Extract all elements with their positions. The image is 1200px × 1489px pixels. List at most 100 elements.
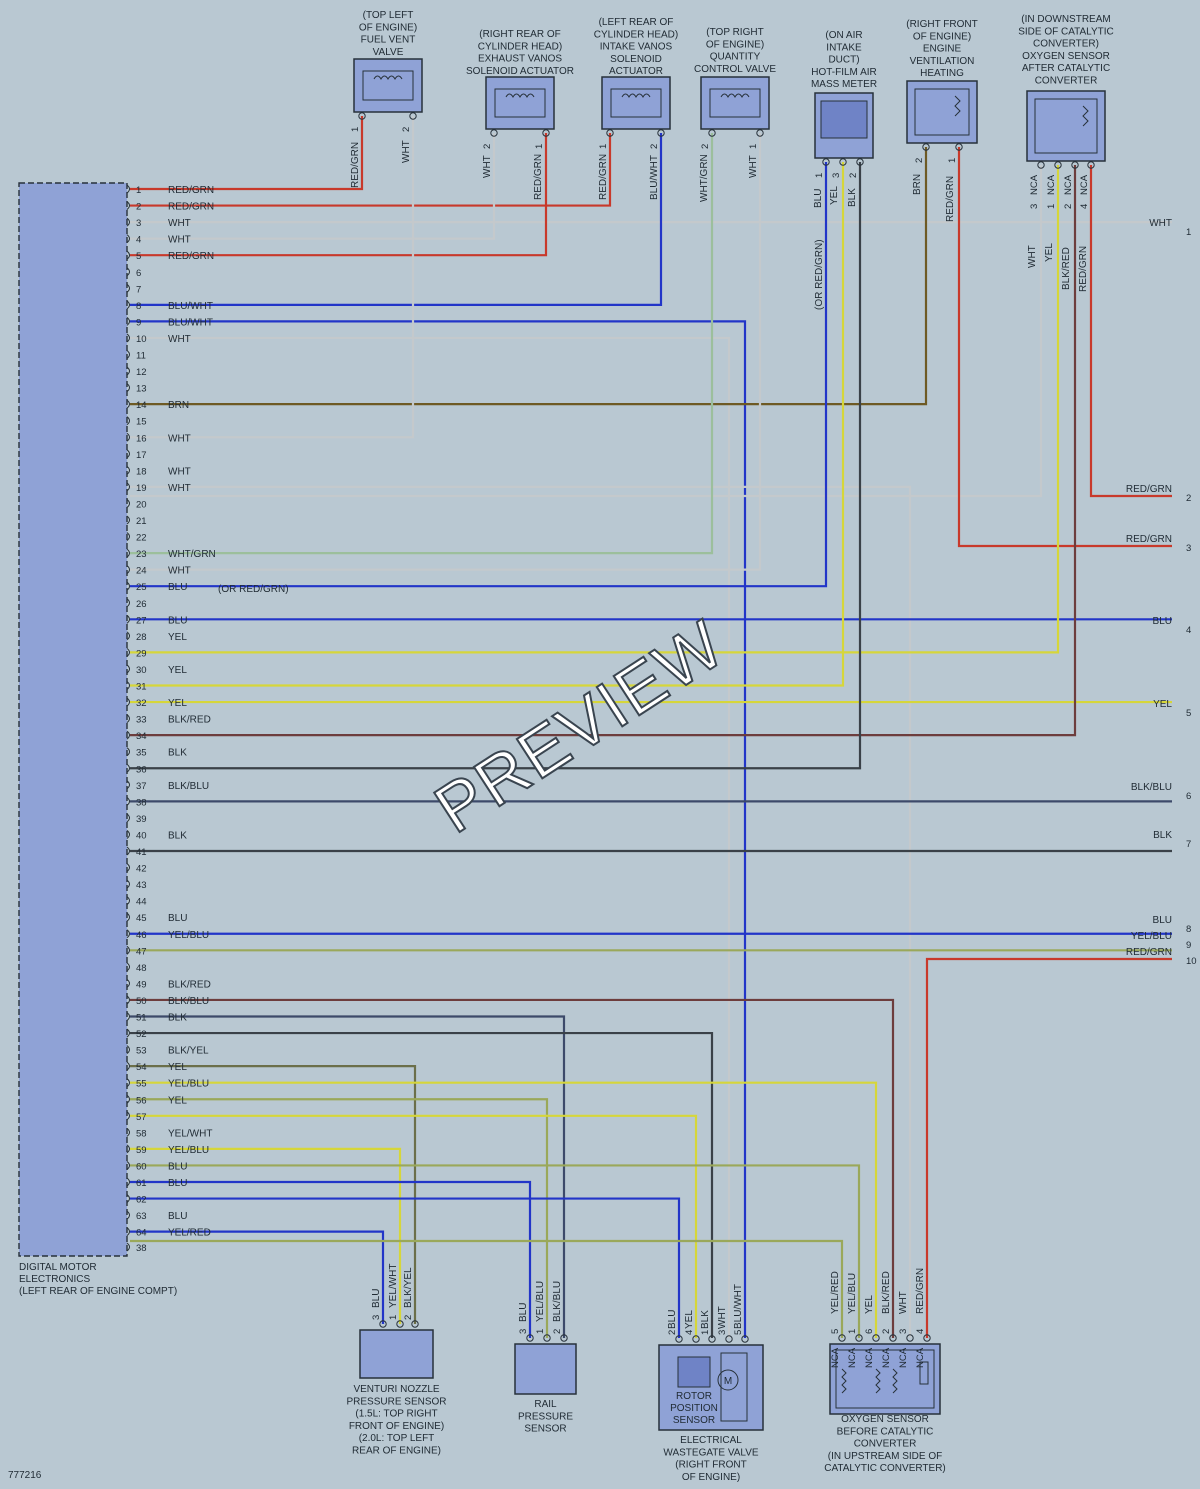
top-component-caption: SOLENOID [610, 54, 662, 65]
ecu-pin-number: 24 [136, 566, 147, 577]
motor-frame-icon [720, 1352, 748, 1422]
pin-terminal-icon [490, 129, 498, 137]
ecu-pin-connector [126, 664, 130, 674]
ecu-pin-wire-label: YEL [168, 698, 187, 709]
top-component-caption: AFTER CATALYTIC [1022, 63, 1110, 74]
ecu-pin-number: 12 [136, 367, 147, 378]
wire-pin64b [130, 1239, 844, 1338]
bottom-wire-color-label: BLK/YEL [403, 1267, 414, 1308]
ecu-pin-number: 9 [136, 317, 141, 328]
top-component-caption: ENGINE [923, 44, 962, 55]
ecu-pin-connector [126, 1012, 130, 1021]
pin-number: 2 [914, 158, 925, 163]
ecu-pin-number: 32 [136, 698, 147, 709]
ecu-pin-wire-label: BLU [168, 1161, 187, 1172]
top-wire-color-label: WHT [748, 155, 759, 178]
ecu-pin-number: 38 [136, 797, 147, 808]
top-component-caption: INTAKE [826, 42, 862, 53]
ecu-pin-number: 36 [136, 764, 147, 775]
pin-number: 1 [388, 1315, 399, 1320]
bottom-component-caption: OXYGEN SENSOR [841, 1414, 929, 1425]
ecu-pin-connector [126, 780, 130, 790]
pin-terminal-icon [657, 129, 665, 137]
wire-pin14 [130, 147, 928, 406]
pin-number: 2 [403, 1315, 414, 1320]
pin-nca-label: NCA [830, 1347, 841, 1368]
ecu-pin-connector [126, 317, 130, 326]
ecu-pin-connector [126, 366, 130, 376]
ecu-pin-wire-label: BLK/YEL [168, 1046, 209, 1057]
ecu-pin-connector [126, 532, 130, 541]
sensor-element-icon [820, 100, 868, 139]
heater-icon [919, 1361, 929, 1385]
right-terminal-number: 5 [1186, 708, 1191, 719]
ecu-pin-connector [126, 830, 130, 839]
ecu-label: (LEFT REAR OF ENGINE COMPT) [19, 1286, 177, 1297]
ecu-pin-number: 15 [136, 417, 147, 428]
pin-terminal-icon [838, 1334, 846, 1342]
ecu-pin-connector [126, 995, 130, 1005]
top-component-box [485, 76, 555, 130]
or-red-grn-note: (OR RED/GRN) [218, 584, 289, 595]
wire-pin4 [130, 133, 496, 240]
top-component-caption: OXYGEN SENSOR [1022, 51, 1110, 62]
coil-icon [621, 93, 651, 98]
wire-pin25 [130, 162, 828, 588]
bottom-wire-color-label: YEL/BLU [535, 1281, 546, 1322]
bottom-component-caption: REAR OF ENGINE) [352, 1446, 441, 1457]
top-component-caption: HOT-FILM AIR [811, 67, 877, 78]
resistor-icon [841, 1368, 847, 1394]
bottom-wire-color-label: YEL [684, 1310, 695, 1329]
ecu-pin-connector [126, 714, 130, 723]
ecu-pin-connector [126, 796, 130, 806]
ecu-pin-wire-label: YEL/WHT [168, 1128, 212, 1139]
ecu-pin-number: 29 [136, 648, 147, 659]
ecu-pin-number: 57 [136, 1112, 147, 1123]
ecu-pin-number: 20 [136, 499, 147, 510]
right-terminal-wire-label: BLU [1153, 616, 1172, 627]
ecu-pin-wire-label: BLU [168, 913, 187, 924]
ecu-pin-wire-label: BLK/RED [168, 979, 211, 990]
top-wire-color-label: RED/GRN [350, 142, 361, 188]
bottom-wire-color-label: YEL/RED [830, 1271, 841, 1314]
top-component-caption: (RIGHT REAR OF [479, 29, 560, 40]
ecu-pin-number: 18 [136, 466, 147, 477]
ecu-pin-connector [126, 1210, 130, 1220]
wire-pin31 [130, 162, 845, 687]
ecu-pin-number: 47 [136, 946, 147, 957]
wire-pin5 [130, 133, 548, 257]
pin-number: 3 [898, 1329, 909, 1334]
ecu-pin-number: 42 [136, 864, 147, 875]
top-wire-color-label: RED/GRN [945, 176, 956, 222]
pin-number: 2 [552, 1329, 563, 1334]
top-component-caption: DUCT) [828, 55, 859, 66]
ecu-pin-connector [126, 1144, 130, 1154]
wire-pin19 [130, 485, 912, 1338]
ecu-pin-connector [126, 416, 130, 426]
ecu-pin-number: 59 [136, 1145, 147, 1156]
top-wire-color-label: RED/GRN [533, 154, 544, 200]
ecu-pin-connector [126, 383, 130, 392]
top-component-caption: ACTUATOR [609, 66, 663, 77]
bottom-component-caption: (RIGHT FRONT [675, 1460, 746, 1471]
right-terminal-wire-label: RED/GRN [1126, 947, 1172, 958]
ecu-pin-wire-label: YEL [168, 1062, 187, 1073]
top-wire-color-label: BLK [847, 188, 858, 207]
ecu-pin-wire-label: BLK [168, 830, 187, 841]
ecu-pin-connector [126, 896, 130, 906]
ecu-pin-number: 35 [136, 748, 147, 759]
pin-terminal-icon [692, 1335, 700, 1343]
top-wire-color-label: WHT [401, 140, 412, 163]
top-component-caption: HEATING [920, 68, 964, 79]
right-terminal-number: 10 [1186, 956, 1197, 967]
ecu-pin-connector [126, 697, 130, 707]
pin-number: 1 [814, 173, 825, 178]
rotor-sensor-icon [677, 1356, 711, 1388]
pin-terminal-icon [906, 1334, 914, 1342]
ecu-pin-connector [126, 1061, 130, 1071]
bottom-component-caption: (IN UPSTREAM SIDE OF [828, 1451, 942, 1462]
ecu-pin-number: 51 [136, 1013, 147, 1024]
bottom-component-box [359, 1329, 434, 1379]
top-component-caption: OF ENGINE) [359, 22, 417, 33]
top-wire-color-label: YEL [1044, 243, 1055, 262]
